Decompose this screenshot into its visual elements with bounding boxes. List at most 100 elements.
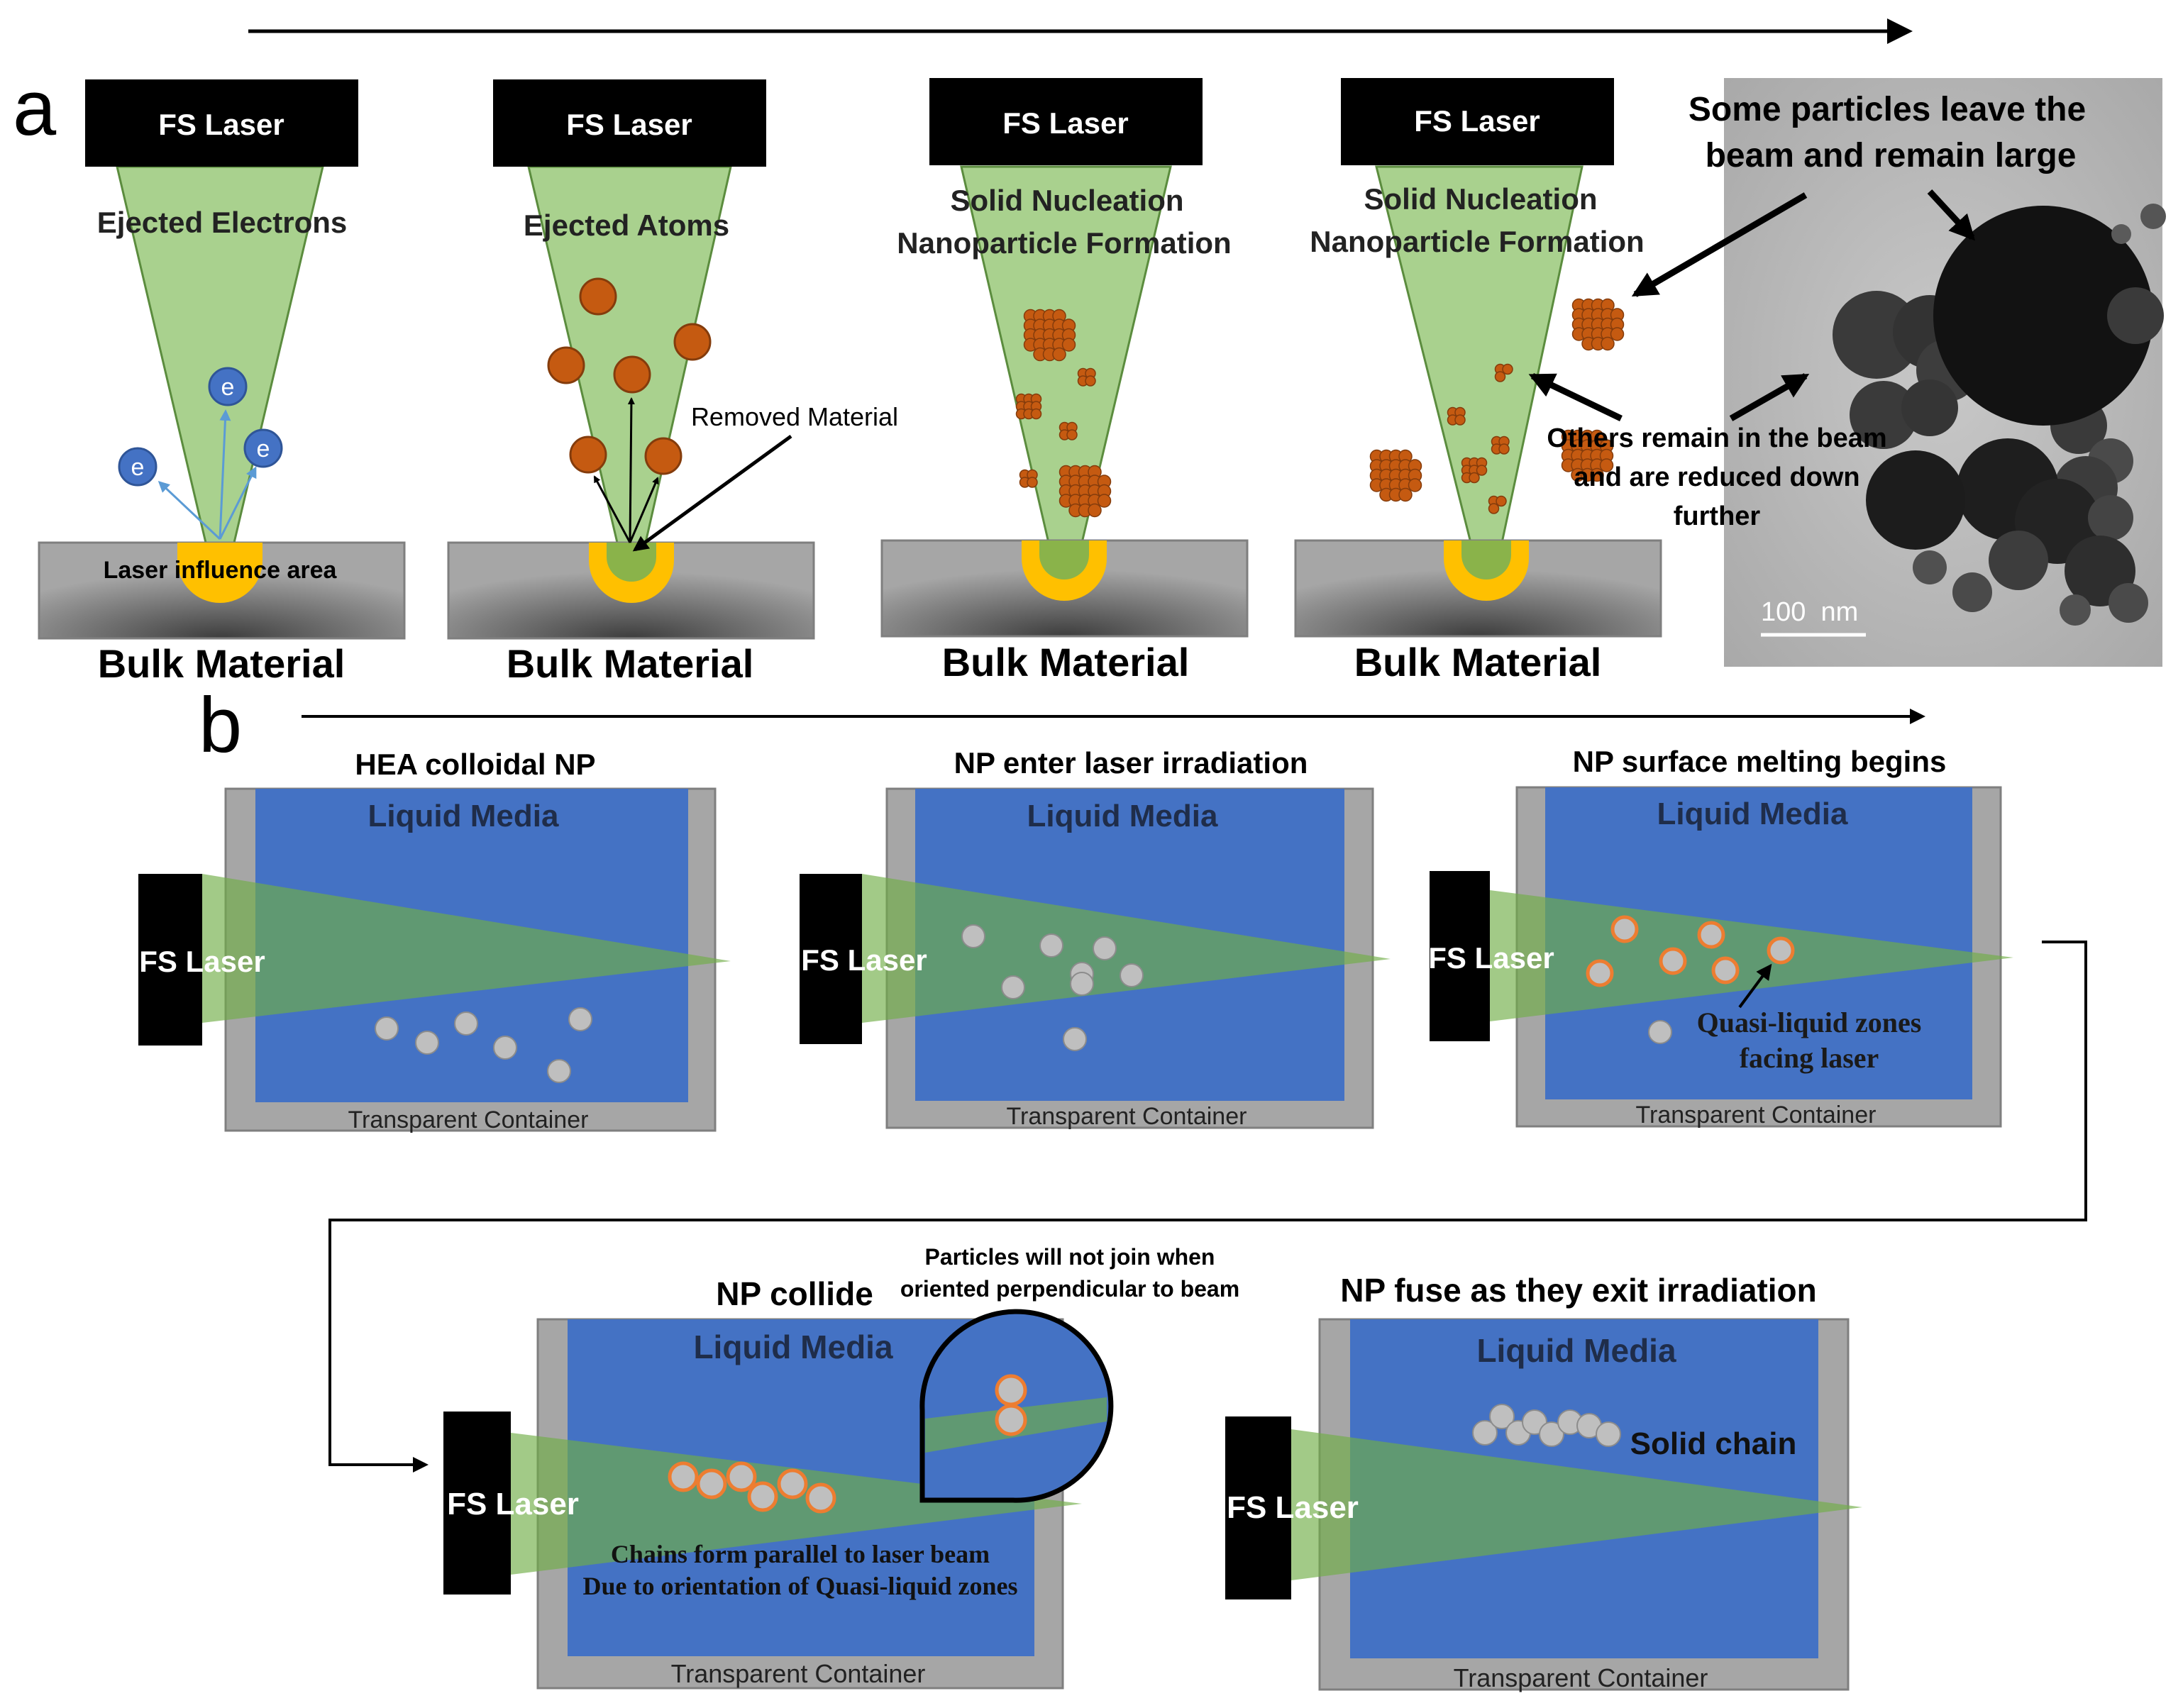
solid-chain-label: Solid chain	[1630, 1426, 1797, 1461]
laser-beam	[1291, 1429, 1862, 1580]
fs-laser-box	[1341, 78, 1614, 165]
fs-laser-box	[929, 78, 1203, 165]
quasi-liquid-label-line2: facing laser	[1740, 1042, 1879, 1074]
atom	[569, 436, 607, 474]
stage-title: HEA colloidal NP	[355, 748, 595, 781]
nanoparticle	[1648, 1020, 1672, 1044]
nanoparticle-cluster	[1561, 429, 1614, 482]
cluster-sphere	[1030, 408, 1042, 420]
cluster-sphere	[1027, 477, 1038, 488]
nanoparticle-cluster	[1077, 367, 1096, 387]
nanoparticle	[493, 1036, 517, 1060]
atom-trajectory	[593, 475, 631, 543]
melting-nanoparticle	[747, 1481, 778, 1512]
laser-beam	[862, 874, 1391, 1023]
cluster-sphere	[1066, 429, 1078, 440]
fs-laser-label: FS Laser	[1002, 106, 1128, 140]
nanoparticle-cluster	[1491, 436, 1510, 455]
step-title-line2: Nanoparticle Formation	[1310, 225, 1644, 258]
fs-laser-box	[1430, 871, 1490, 1041]
cluster-sphere	[1469, 472, 1480, 484]
step-title: Ejected Electrons	[97, 206, 347, 239]
stage-title: NP surface melting begins	[1573, 745, 1947, 778]
cluster-sphere	[1061, 338, 1076, 352]
fs-laser-box	[800, 874, 862, 1044]
fs-laser-label: FS Laser	[447, 1487, 579, 1521]
nanoparticle	[1001, 975, 1025, 999]
chain-label-line1: Chains form parallel to laser beam	[611, 1540, 990, 1568]
nanoparticle-cluster	[1019, 469, 1038, 488]
cluster-sphere	[1097, 494, 1112, 508]
nanoparticle	[1120, 963, 1144, 987]
svg-text:e: e	[131, 454, 145, 481]
inset-note-line1: Particles will not join when	[925, 1244, 1215, 1270]
melting-nanoparticle	[805, 1482, 836, 1514]
step-title-line2: Nanoparticle Formation	[897, 226, 1231, 260]
electron-trajectory	[219, 466, 257, 540]
removed-material-pointer	[632, 434, 792, 552]
nanoparticle-cluster	[1571, 298, 1625, 351]
laser-beam	[511, 1433, 1082, 1575]
liquid-media-label: Liquid Media	[1657, 797, 1848, 831]
melting-nanoparticle	[1697, 921, 1725, 949]
atom	[547, 346, 585, 384]
liquid-media-label: Liquid Media	[693, 1329, 893, 1365]
electron-icon: e	[118, 447, 157, 487]
step-ejected-electrons: FS Laser Ejected Electrons e e e Laser i…	[38, 79, 406, 686]
solid-chain	[1472, 1404, 1621, 1447]
chain-label-line2: Due to orientation of Quasi-liquid zones	[582, 1572, 1017, 1600]
nanoparticle-cluster	[1015, 393, 1042, 420]
nanoparticle	[454, 1011, 478, 1036]
fs-laser-box	[1225, 1416, 1291, 1599]
cluster-sphere	[1498, 443, 1510, 455]
fs-laser-label: FS Laser	[158, 108, 284, 141]
cluster-sphere	[1088, 503, 1102, 518]
atom	[673, 323, 712, 361]
tem-micrograph: 100 nm	[1724, 78, 2166, 667]
melting-nanoparticle	[995, 1404, 1027, 1436]
nanoparticle-cluster	[1447, 406, 1466, 426]
nanoparticle	[547, 1059, 571, 1083]
melting-nanoparticle	[726, 1461, 757, 1492]
stage-np-collide: FS Laser NP collide Liquid Media Transpa…	[443, 1244, 1239, 1690]
melting-nanoparticle	[696, 1468, 727, 1499]
step-ejected-atoms: FS Laser Ejected Atoms Removed Material …	[447, 79, 898, 686]
stage-title: NP enter laser irradiation	[954, 746, 1308, 780]
inset-magnifier	[919, 1309, 1114, 1503]
nanoparticle-cluster	[1023, 309, 1076, 362]
fs-laser-label: FS Laser	[1414, 104, 1540, 138]
nanoparticle-cluster	[1059, 465, 1112, 518]
container-label: Transparent Container	[671, 1659, 926, 1688]
annotation-remain-line1: Others remain in the beam	[1547, 423, 1886, 453]
nanoparticle	[415, 1031, 439, 1055]
quasi-liquid-label-line1: Quasi-liquid zones	[1697, 1006, 1922, 1038]
nanoparticle-cluster	[1059, 421, 1078, 440]
nanoparticle	[568, 1007, 592, 1031]
liquid-media-label: Liquid Media	[368, 799, 559, 833]
bulk-material-label: Bulk Material	[1354, 640, 1602, 684]
scale-bar-label: 100 nm	[1761, 597, 1858, 627]
melting-nanoparticle	[668, 1461, 699, 1492]
annotation-leave-line1: Some particles leave the	[1689, 91, 2086, 128]
electron-icon: e	[208, 367, 248, 406]
step-nucleation-2: FS Laser Solid Nucleation Nanoparticle F…	[1294, 78, 1662, 684]
cluster-sphere	[1085, 375, 1096, 387]
electron-trajectory	[157, 480, 221, 540]
cluster-sphere	[1590, 467, 1604, 482]
nanoparticle-cluster	[1461, 457, 1488, 484]
cluster-sphere	[1601, 336, 1615, 351]
nanoparticle	[1070, 972, 1094, 996]
container-label: Transparent Container	[1636, 1102, 1877, 1128]
stage-surface-melting: FS Laser NP surface melting begins Liqui…	[1428, 745, 2013, 1128]
annotation-remain-line3: further	[1674, 501, 1761, 531]
annotation-leave-line2: beam and remain large	[1706, 137, 2077, 174]
melting-nanoparticle	[777, 1468, 808, 1499]
atom	[644, 437, 682, 475]
cluster-sphere	[1502, 363, 1513, 375]
melting-nanoparticle	[1711, 956, 1740, 985]
cluster-sphere	[1454, 414, 1466, 426]
removed-material-area	[607, 543, 656, 582]
melting-nanoparticle	[1659, 947, 1687, 975]
melting-nanoparticle	[1586, 959, 1614, 987]
laser-beam	[202, 874, 731, 1023]
